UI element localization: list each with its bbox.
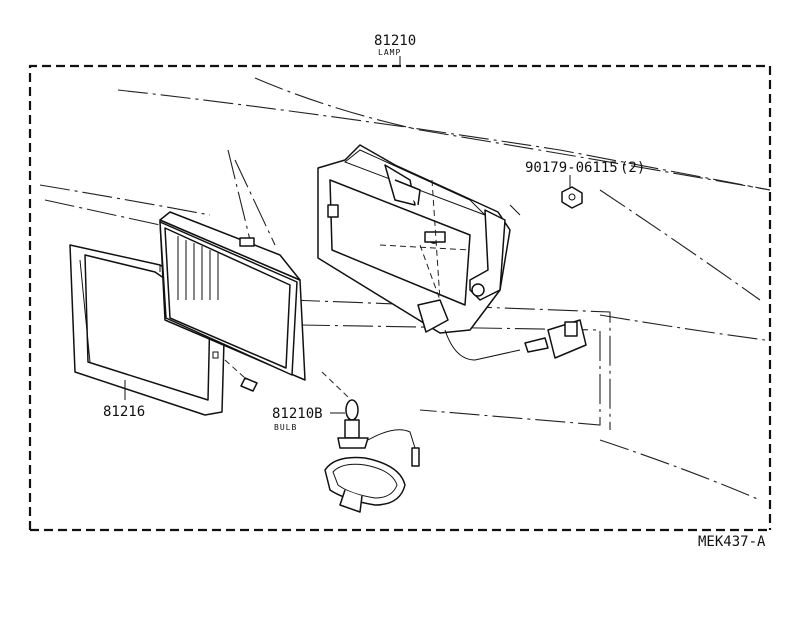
- lens-housing: [159, 211, 306, 381]
- figure-code: MEK437-A: [698, 534, 766, 550]
- screw: [224, 359, 258, 392]
- lamp-part-number: 81210: [374, 33, 416, 49]
- rim-part-number: 81216: [103, 404, 145, 420]
- lamp-part-name: LAMP: [378, 48, 401, 57]
- bulb-part-name: BULB: [274, 423, 297, 432]
- nut: [561, 175, 583, 209]
- bulb: [321, 371, 420, 513]
- nut-quantity: (2): [620, 160, 645, 176]
- lamp-body: [317, 144, 521, 334]
- wiring-harness: [417, 299, 587, 361]
- nut-part-number: 90179-06115: [525, 160, 618, 176]
- bulb-part-number: 81210B: [272, 406, 323, 422]
